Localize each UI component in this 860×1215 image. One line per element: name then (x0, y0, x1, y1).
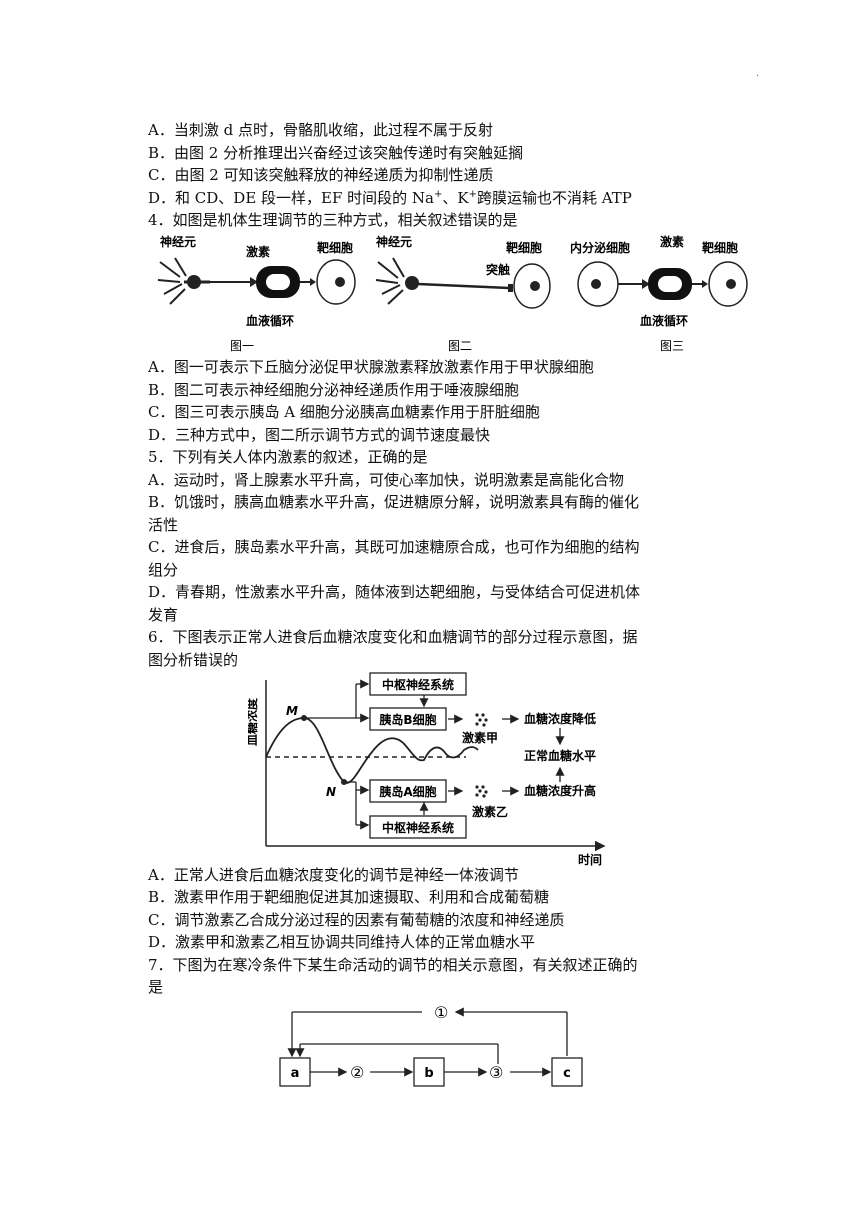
q5-option-d-cont: 发育 (148, 606, 179, 624)
q6-option-d: D．激素甲和激素乙相互协调共同维持人体的正常血糖水平 (148, 933, 536, 951)
q6-option-c: C．调节激素乙合成分泌过程的因素有葡萄糖的浓度和神经递质 (148, 911, 565, 929)
q3-d-post: 跨膜运输也不消耗 ATP (477, 189, 632, 207)
cns-top-label: 中枢神经系统 (382, 677, 454, 692)
hormone-a-label: 激素甲 (462, 730, 498, 745)
fig3-hormone-label: 激素 (660, 234, 684, 249)
q5-option-a: A．运动时，肾上腺素水平升高，可使心率加快，说明激素是高能化合物 (148, 471, 624, 489)
box-c (551, 1057, 583, 1087)
sup-plus-2: + (468, 189, 478, 200)
fig3-caption: 图三 (660, 339, 684, 353)
figure-one: 神经元 激素 靶细胞 血液循环 图一 (157, 234, 356, 353)
hormone-a-dots (475, 713, 488, 727)
q5-option-d: D．青春期，性激素水平升高，随体液到达靶细胞，与受体结合可促进机体 (148, 583, 641, 601)
neuron-icon-2 (375, 257, 405, 305)
q3-d-mid: 、K (442, 189, 469, 207)
q3-option-d: D．和 CD、DE 段一样，EF 时间段的 Na+、K+跨膜运输也不消耗 ATP (148, 188, 632, 208)
cns-bottom-label: 中枢神经系统 (382, 820, 454, 835)
q5-option-c: C．进食后，胰岛素水平升高，其既可加速糖原合成，也可作为细胞的结构 (148, 538, 640, 556)
q6-option-a: A．正常人进食后血糖浓度变化的调节是神经一体液调节 (148, 866, 519, 884)
q4-option-d: D．三种方式中，图二所示调节方式的调节速度最快 (148, 426, 491, 444)
label-a: a (291, 1066, 300, 1081)
increase-label: 血糖浓度升高 (524, 783, 596, 798)
fig2-caption: 图二 (448, 339, 472, 353)
q3-d-pre: D．和 CD、DE 段一样，EF 时间段的 Na (148, 189, 435, 207)
fig2-neuron-label: 神经元 (376, 234, 412, 249)
q7-figure: ① a ② b ③ c (279, 1003, 583, 1087)
q6-stem-cont: 图分析错误的 (148, 651, 239, 669)
cns-bottom-box (369, 815, 467, 839)
fig1-hormone-label: 激素 (246, 244, 270, 259)
q5-option-b-cont: 活性 (148, 516, 179, 534)
figure-three: 内分泌细胞 激素 靶细胞 血液循环 图三 (570, 234, 748, 353)
label-n: N (326, 785, 336, 799)
q6-stem: 6．下图表示正常人进食后血糖浓度变化和血糖调节的部分过程示意图，据 (148, 628, 638, 646)
q7-stem-cont: 是 (148, 978, 164, 996)
q4-option-c: C．图三可表示胰岛 A 细胞分泌胰高血糖素作用于肝脏细胞 (148, 403, 540, 421)
y-axis-label: 血糖浓度 (248, 697, 259, 746)
fig1-target-label: 靶细胞 (317, 240, 353, 255)
q3-option-a: A．当刺激 d 点时，骨骼肌收缩，此过程不属于反射 (148, 121, 493, 139)
fig1-neuron-label: 神经元 (160, 234, 196, 249)
box-a (279, 1057, 311, 1087)
label-3: ③ (489, 1063, 503, 1082)
neuron-body (187, 275, 201, 289)
glucose-curve (265, 717, 479, 784)
alpha-cell-label: 胰岛A细胞 (379, 784, 436, 799)
normal-label: 正常血糖水平 (524, 748, 596, 763)
fig2-target-label: 靶细胞 (506, 240, 542, 255)
fig3-endocrine-label: 内分泌细胞 (570, 240, 630, 255)
q6-figure: 血糖浓度 时间 M N 中枢神经系统 胰岛B细胞 激素甲 血糖浓度降低 正常血糖… (248, 672, 606, 867)
q4-stem: 4．如图是机体生理调节的三种方式，相关叙述错误的是 (148, 211, 518, 229)
q3-option-c: C．由图 2 可知该突触释放的神经递质为抑制性递质 (148, 166, 494, 184)
beta-cell-box (369, 707, 447, 731)
label-m: M (286, 704, 298, 718)
x-axis-label: 时间 (578, 852, 602, 867)
q4-option-b: B．图二可表示神经细胞分泌神经递质作用于唾液腺细胞 (148, 381, 520, 399)
page-mark: . (756, 68, 760, 79)
figure-two: 神经元 靶细胞 突触 图二 (375, 234, 551, 353)
sup-plus-1: + (434, 189, 443, 200)
q6-option-b: B．激素甲作用于靶细胞促进其加速摄取、利用和合成葡萄糖 (148, 888, 550, 906)
q3-option-b: B．由图 2 分析推理出兴奋经过该突触传递时有突触延搁 (148, 144, 524, 162)
decrease-label: 血糖浓度降低 (524, 711, 596, 726)
fig2-synapse-label: 突触 (486, 262, 510, 277)
q5-option-c-cont: 组分 (148, 561, 179, 579)
axon-line (417, 282, 511, 290)
fig1-blood-label: 血液循环 (246, 313, 294, 328)
box-b (413, 1057, 445, 1087)
fig1-caption: 图一 (230, 339, 254, 353)
cns-top-box (369, 672, 467, 696)
label-1: ① (434, 1003, 448, 1022)
fig3-target-label: 靶细胞 (702, 240, 738, 255)
fig3-blood-label: 血液循环 (640, 313, 688, 328)
q5-option-b: B．饥饿时，胰高血糖素水平升高，促进糖原分解，说明激素具有酶的催化 (148, 493, 640, 511)
label-2: ② (350, 1063, 364, 1082)
alpha-cell-box (369, 779, 447, 803)
label-b: b (424, 1066, 433, 1081)
q4-figure: 神经元 激素 靶细胞 血液循环 图一 神经元 靶细胞 突触 图二 (157, 234, 748, 353)
q5-stem: 5．下列有关人体内激素的叙述，正确的是 (148, 448, 428, 466)
q4-option-a: A．图一可表示下丘脑分泌促甲状腺激素释放激素作用于甲状腺细胞 (148, 358, 594, 376)
q7-stem: 7．下图为在寒冷条件下某生命活动的调节的相关示意图，有关叙述正确的 (148, 956, 638, 974)
hormone-b-dots (475, 785, 488, 798)
hormone-b-label: 激素乙 (472, 804, 508, 819)
beta-cell-label: 胰岛B细胞 (379, 712, 436, 727)
label-c: c (563, 1066, 571, 1081)
